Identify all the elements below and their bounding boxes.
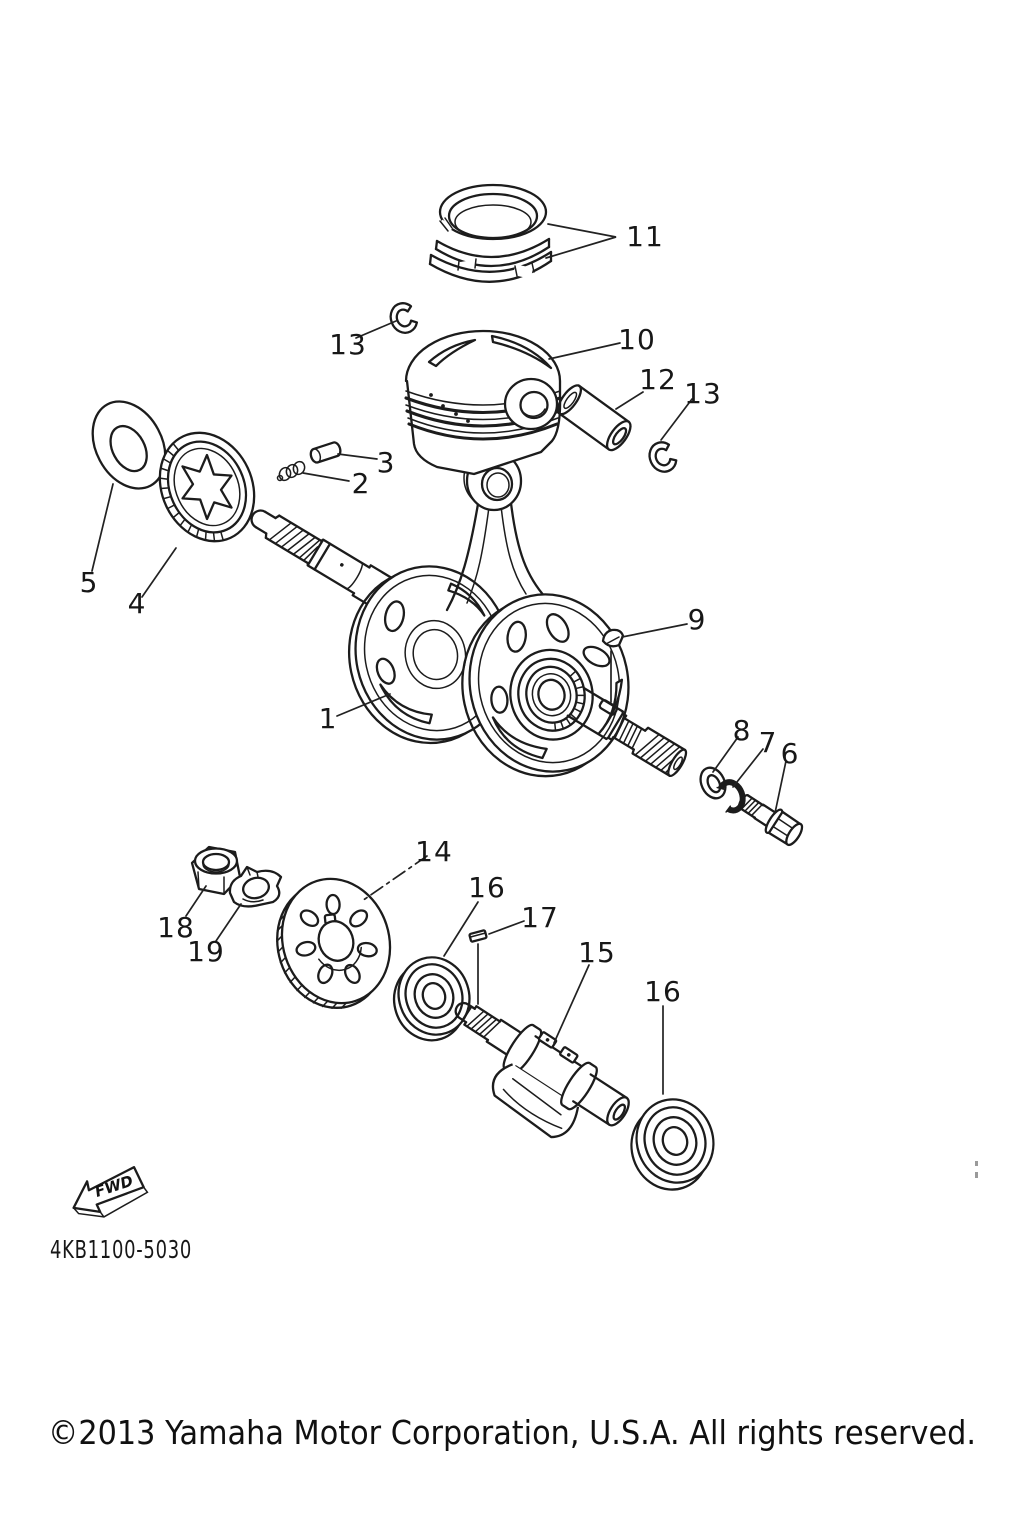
- callout-13-right: 13: [684, 377, 722, 410]
- callout-16-right: 16: [644, 975, 682, 1008]
- piston-circlip-left: [389, 302, 419, 334]
- piston: [404, 329, 562, 476]
- nut: [190, 845, 242, 896]
- crank-right-shaft: [566, 687, 688, 778]
- callout-4: 4: [128, 587, 147, 620]
- woodruff-key: [601, 628, 625, 648]
- callout-18: 18: [157, 911, 195, 944]
- dowel-pin: [309, 441, 342, 464]
- piston-pin: [556, 384, 632, 452]
- callout-12: 12: [639, 363, 677, 396]
- crankshaft-assembly: [250, 448, 688, 778]
- callout-16-left: 16: [468, 871, 506, 904]
- callout-7: 7: [759, 726, 778, 759]
- callout-3: 3: [377, 446, 396, 479]
- callout-1: 1: [319, 702, 338, 735]
- bolt: [737, 794, 804, 847]
- copyright-text: ©2013 Yamaha Motor Corporation, U.S.A. A…: [48, 1413, 976, 1452]
- callout-13-left: 13: [329, 328, 367, 361]
- straight-key: [468, 929, 488, 943]
- lock-washer: [716, 779, 746, 814]
- piston-circlip-right: [648, 441, 678, 473]
- bearing-left: [392, 956, 471, 1042]
- scan-artifact: [975, 1161, 978, 1166]
- callout-9: 9: [688, 603, 707, 636]
- callout-11: 11: [626, 220, 664, 253]
- callout-8: 8: [733, 714, 752, 747]
- fwd-arrow: FWD: [72, 1166, 149, 1218]
- callout-15: 15: [578, 936, 616, 969]
- callout-5: 5: [80, 566, 99, 599]
- spring: [276, 460, 306, 482]
- callout-6: 6: [781, 737, 800, 770]
- callout-labels: 1 2 3 4 5 6 7 8 9 10 11 12 13 13 14 15 1…: [80, 220, 800, 1008]
- balancer-shaft: [454, 1001, 630, 1139]
- callout-17: 17: [521, 901, 559, 934]
- callout-19: 19: [187, 935, 225, 968]
- balancer-lock-washer: [228, 865, 283, 908]
- leader-lines: [91, 223, 787, 1095]
- callout-10: 10: [618, 323, 656, 356]
- scan-artifact: [975, 1172, 978, 1178]
- balancer-drive-gear: [276, 877, 392, 1009]
- drawing-code: 4KB1100-5030: [50, 1235, 192, 1264]
- bearing-right: [630, 1098, 715, 1191]
- starter-clutch-plate: [158, 431, 256, 543]
- crank-left-shaft: [250, 509, 418, 624]
- plain-washer: [699, 766, 727, 800]
- piston-ring-set: [428, 183, 553, 283]
- thrust-washer: [91, 400, 167, 490]
- callout-14: 14: [415, 835, 453, 868]
- callout-2: 2: [352, 467, 371, 500]
